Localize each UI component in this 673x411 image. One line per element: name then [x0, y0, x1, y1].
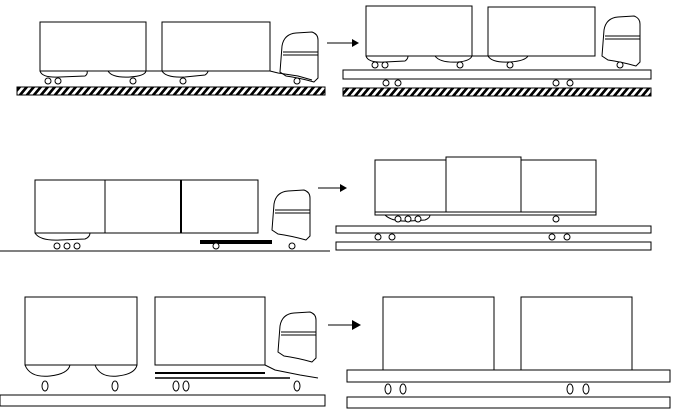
trailer-box [365, 5, 473, 57]
coupling-bar [200, 240, 272, 244]
trailer-box [520, 159, 597, 213]
tractor-cab [277, 311, 317, 363]
ground-plate [0, 394, 326, 407]
trailer-box [180, 179, 259, 234]
tractor-cab [601, 15, 641, 67]
panel-2-before [0, 179, 330, 252]
panel-1-after [342, 5, 652, 97]
trailer-box [374, 159, 447, 213]
axle-fairing [39, 70, 209, 78]
trailer-box [104, 179, 182, 234]
trailer-box [161, 21, 271, 72]
hatched-ground [342, 87, 652, 97]
transfer-platform [346, 369, 671, 383]
arrow-icon [328, 320, 361, 330]
panel-1-before [16, 21, 326, 96]
trailer-box [39, 21, 147, 72]
transfer-platform [342, 69, 652, 80]
wheels [44, 77, 301, 85]
transfer-platform [335, 225, 652, 234]
panel-2-after [335, 156, 652, 251]
trailer-box [445, 156, 522, 213]
transfer-platform [346, 396, 671, 409]
trailer-box [520, 296, 633, 371]
panel-3-after [346, 296, 671, 409]
trailer-box [382, 296, 495, 371]
trailer-box [34, 179, 106, 234]
hatched-ground [16, 86, 326, 96]
arrow-icon [318, 184, 347, 192]
chassis-rail [374, 211, 597, 216]
panel-3-before [0, 296, 326, 407]
trailer-box [487, 6, 596, 57]
arrow-icon [327, 39, 359, 47]
transfer-platform [335, 241, 652, 251]
trailer-box [24, 296, 138, 366]
tractor-cab [271, 189, 311, 241]
trailer-box [154, 296, 266, 366]
